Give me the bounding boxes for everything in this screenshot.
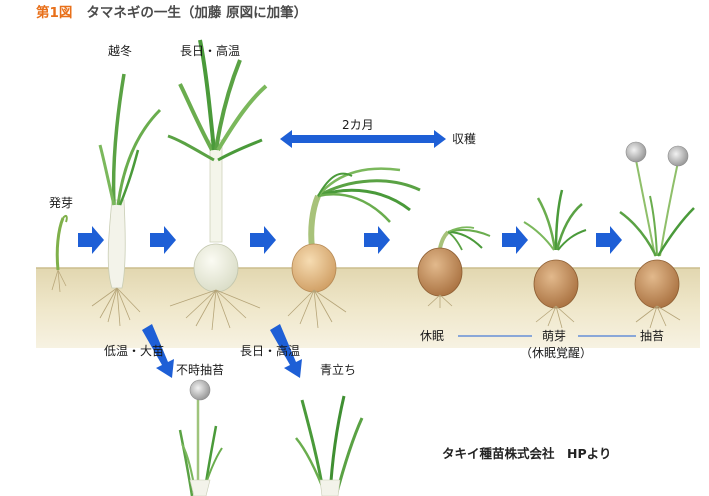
diagonal-arrow-icon — [142, 324, 174, 378]
arrow-icon — [150, 226, 176, 254]
arrow-icon — [78, 226, 104, 254]
label-germination: 発芽 — [49, 196, 74, 210]
long-day-bulbing-plant — [167, 39, 268, 331]
label-long-day-high-temp-2: 長日・高温 — [240, 344, 301, 358]
green-standing-plant — [295, 395, 364, 496]
branch-arrows — [142, 324, 302, 378]
dormant-bulb-plant — [417, 226, 491, 308]
mature-bulb-plant — [287, 167, 421, 329]
label-bolting: 抽苔 — [640, 329, 665, 343]
label-long-day-high-temp: 長日・高温 — [180, 44, 241, 58]
stage-arrows — [78, 226, 622, 254]
germination-seedling — [51, 214, 68, 293]
arrow-icon — [596, 226, 622, 254]
credit-text: タキイ種苗株式会社 HPより — [442, 446, 612, 461]
figure-number: 第1図 — [36, 5, 73, 21]
diagonal-arrow-icon — [270, 324, 302, 378]
arrow-icon — [502, 226, 528, 254]
label-premature-bolting: 不時抽苔 — [176, 363, 225, 377]
sprouting-bulb-plant — [523, 189, 587, 329]
label-sprouting-note: （休眠覚醒） — [520, 346, 593, 360]
arrow-icon — [250, 226, 276, 254]
label-low-temp-large-seedling: 低温・大苗 — [104, 344, 165, 358]
label-overwinter: 越冬 — [108, 44, 133, 58]
premature-bolting-plant — [178, 379, 223, 496]
overwintering-plant — [91, 73, 162, 327]
label-two-months: 2カ月 — [342, 118, 374, 132]
figure-title-text: タマネギの一生（加藤 原図に加筆） — [86, 5, 308, 21]
label-sprouting: 萌芽 — [542, 329, 567, 343]
bolting-bulb-plant — [619, 141, 695, 329]
figure-title: 第1図タマネギの一生（加藤 原図に加筆） — [36, 6, 307, 20]
label-dormancy: 休眠 — [420, 329, 445, 343]
label-harvest: 収穫 — [452, 132, 477, 146]
arrow-icon — [364, 226, 390, 254]
label-green-standing: 青立ち — [320, 363, 357, 377]
two-month-double-arrow — [280, 130, 446, 148]
